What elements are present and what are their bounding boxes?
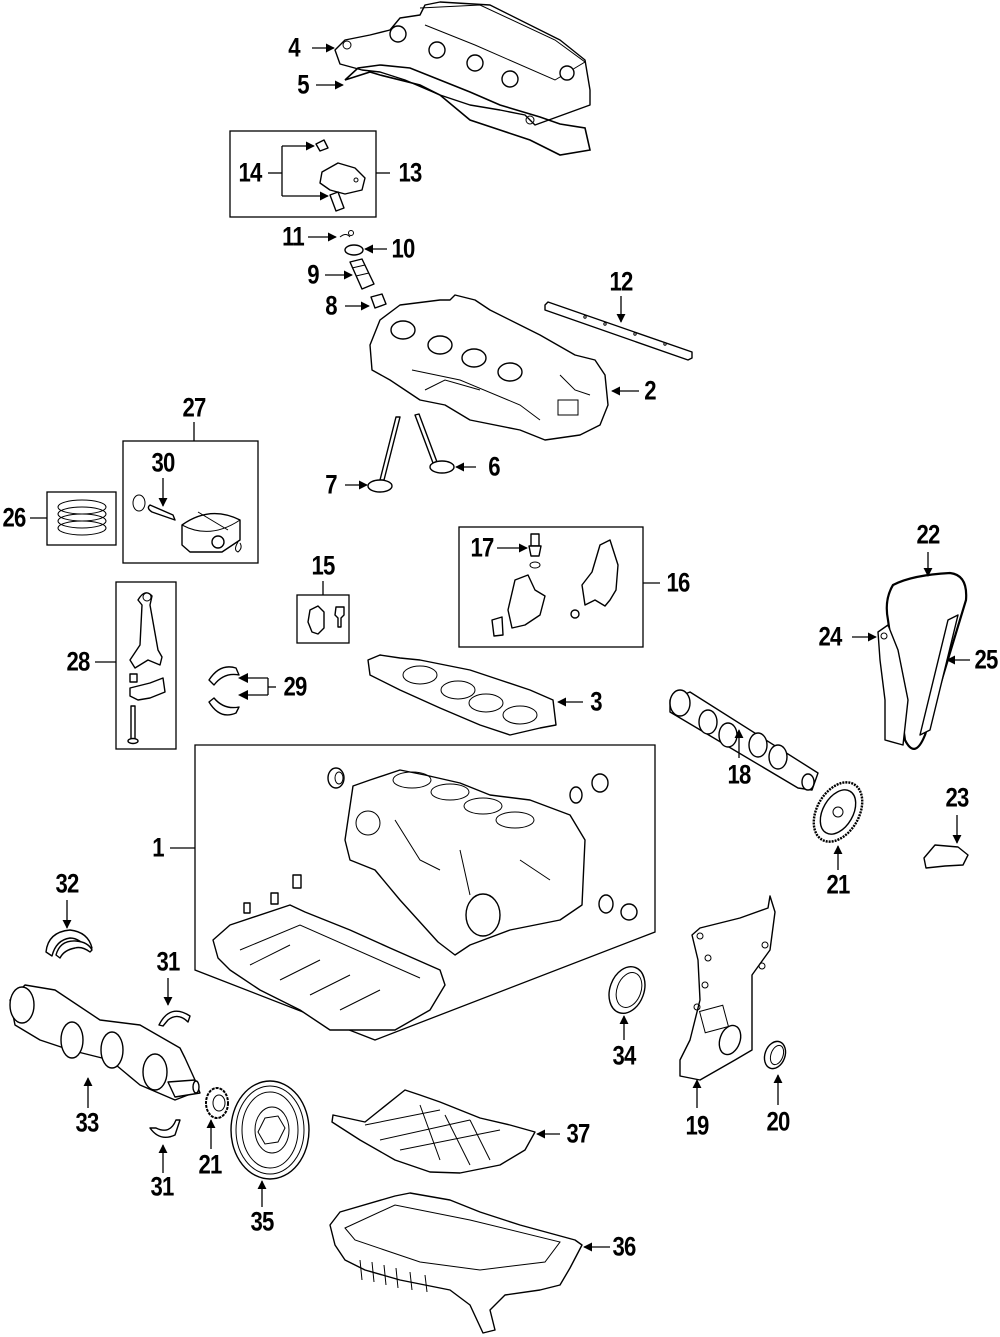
callout-12[interactable]: 12 — [609, 266, 634, 297]
lower-block-bedplate[interactable] — [212, 904, 446, 1031]
callout-27[interactable]: 27 — [182, 392, 207, 423]
rocker-pin-small[interactable] — [329, 191, 345, 212]
crank-sprocket[interactable] — [205, 1087, 229, 1119]
piston-assembly-box — [122, 440, 259, 564]
rod-bolt[interactable] — [127, 705, 139, 745]
oil-baffle-plate[interactable] — [331, 1089, 536, 1174]
rear-oil-seal[interactable] — [603, 962, 651, 1019]
cylinder-head-cover[interactable] — [334, 1, 591, 126]
callout-16[interactable]: 16 — [666, 567, 691, 598]
chain-guide[interactable] — [919, 614, 959, 736]
vtc-cover-plate[interactable] — [581, 539, 619, 607]
cylinder-head[interactable] — [369, 294, 609, 441]
connecting-rod[interactable] — [129, 592, 163, 669]
callout-26[interactable]: 26 — [2, 502, 27, 533]
piston[interactable] — [181, 511, 241, 553]
vtc-solenoid[interactable] — [507, 574, 546, 629]
block-plug-right[interactable] — [569, 773, 609, 804]
front-oil-seal[interactable] — [761, 1038, 789, 1071]
rocker-arm-kit-box — [229, 130, 377, 218]
timing-chain-cover[interactable] — [679, 895, 776, 1081]
chain-tensioner-arm[interactable] — [877, 624, 909, 746]
exhaust-valve[interactable] — [367, 416, 401, 493]
callout-11[interactable]: 11 — [282, 221, 305, 252]
callout-6[interactable]: 6 — [488, 451, 500, 482]
callout-1[interactable]: 1 — [152, 832, 164, 863]
callout-21-crank[interactable]: 21 — [198, 1149, 223, 1180]
piston-pin[interactable] — [147, 504, 176, 521]
valve-keeper[interactable] — [339, 230, 354, 238]
rod-cap[interactable] — [129, 673, 166, 701]
callout-31-lower[interactable]: 31 — [150, 1171, 175, 1202]
callout-30[interactable]: 30 — [151, 447, 176, 478]
cylinder-block-kit-outline — [194, 744, 656, 1041]
block-plug-lower[interactable] — [598, 894, 638, 921]
piston-clip-right[interactable] — [235, 541, 242, 553]
connecting-rod-box — [115, 581, 177, 750]
callout-22[interactable]: 22 — [916, 519, 941, 550]
rocker-arm[interactable] — [319, 162, 366, 195]
oil-pressure-switch[interactable] — [528, 533, 542, 569]
rocker-roller-small[interactable] — [315, 139, 329, 152]
callout-20[interactable]: 20 — [766, 1106, 791, 1137]
oil-pan[interactable] — [329, 1192, 583, 1334]
vtc-solenoid-box — [458, 526, 644, 648]
head-gasket[interactable] — [367, 654, 557, 736]
callout-37[interactable]: 37 — [566, 1118, 591, 1149]
callout-35[interactable]: 35 — [250, 1206, 275, 1237]
callout-28[interactable]: 28 — [66, 646, 91, 677]
callout-31-upper[interactable]: 31 — [156, 946, 181, 977]
callout-9[interactable]: 9 — [307, 259, 319, 290]
callout-17[interactable]: 17 — [470, 532, 495, 563]
block-dowel-pins[interactable] — [243, 874, 302, 914]
callout-2[interactable]: 2 — [644, 375, 656, 406]
callout-34[interactable]: 34 — [612, 1040, 637, 1071]
callout-36[interactable]: 36 — [612, 1231, 637, 1262]
callout-24[interactable]: 24 — [818, 621, 843, 652]
chain-tensioner[interactable] — [923, 844, 969, 869]
cam-sprocket[interactable] — [804, 774, 872, 850]
vtc-bolt[interactable] — [570, 609, 580, 619]
thrust-washer[interactable] — [45, 929, 93, 959]
rod-bearing-upper[interactable] — [208, 666, 240, 686]
intake-valve[interactable] — [414, 413, 455, 474]
callout-13[interactable]: 13 — [398, 157, 423, 188]
crankshaft-pulley[interactable] — [230, 1080, 310, 1180]
valve-spring-retainer[interactable] — [344, 244, 364, 256]
callout-21-cam[interactable]: 21 — [826, 869, 851, 900]
callout-14[interactable]: 14 — [238, 157, 263, 188]
crankshaft[interactable] — [9, 984, 201, 1101]
callout-4[interactable]: 4 — [288, 32, 300, 63]
callout-33[interactable]: 33 — [75, 1107, 100, 1138]
callout-18[interactable]: 18 — [727, 759, 752, 790]
callout-10[interactable]: 10 — [391, 233, 416, 264]
leader-lines — [30, 43, 970, 1252]
callout-5[interactable]: 5 — [297, 69, 309, 100]
callout-15[interactable]: 15 — [311, 550, 336, 581]
sensor-bolt[interactable] — [334, 606, 345, 628]
camshaft[interactable] — [669, 689, 819, 791]
callout-7[interactable]: 7 — [325, 469, 337, 500]
piston-rings[interactable] — [57, 499, 107, 536]
callout-19[interactable]: 19 — [685, 1110, 710, 1141]
callout-32[interactable]: 32 — [55, 868, 80, 899]
piston-clip-left[interactable] — [132, 494, 146, 512]
knock-sensor[interactable] — [307, 605, 325, 635]
valve-spring[interactable] — [349, 258, 375, 290]
callout-25[interactable]: 25 — [974, 644, 999, 675]
rocker-shaft[interactable] — [544, 301, 693, 361]
callout-8[interactable]: 8 — [325, 290, 337, 321]
valve-stem-seal[interactable] — [370, 293, 387, 309]
main-bearing-lower[interactable] — [149, 1119, 181, 1138]
cylinder-block[interactable] — [344, 769, 586, 956]
callout-29[interactable]: 29 — [283, 671, 308, 702]
callout-23[interactable]: 23 — [945, 782, 970, 813]
vtc-bracket[interactable] — [491, 616, 504, 637]
rod-bearing-lower[interactable] — [208, 697, 240, 716]
main-bearing-upper[interactable] — [158, 1010, 191, 1027]
block-plug-left[interactable] — [327, 767, 345, 789]
callout-3[interactable]: 3 — [590, 686, 602, 717]
head-cover-gasket[interactable] — [344, 64, 591, 156]
